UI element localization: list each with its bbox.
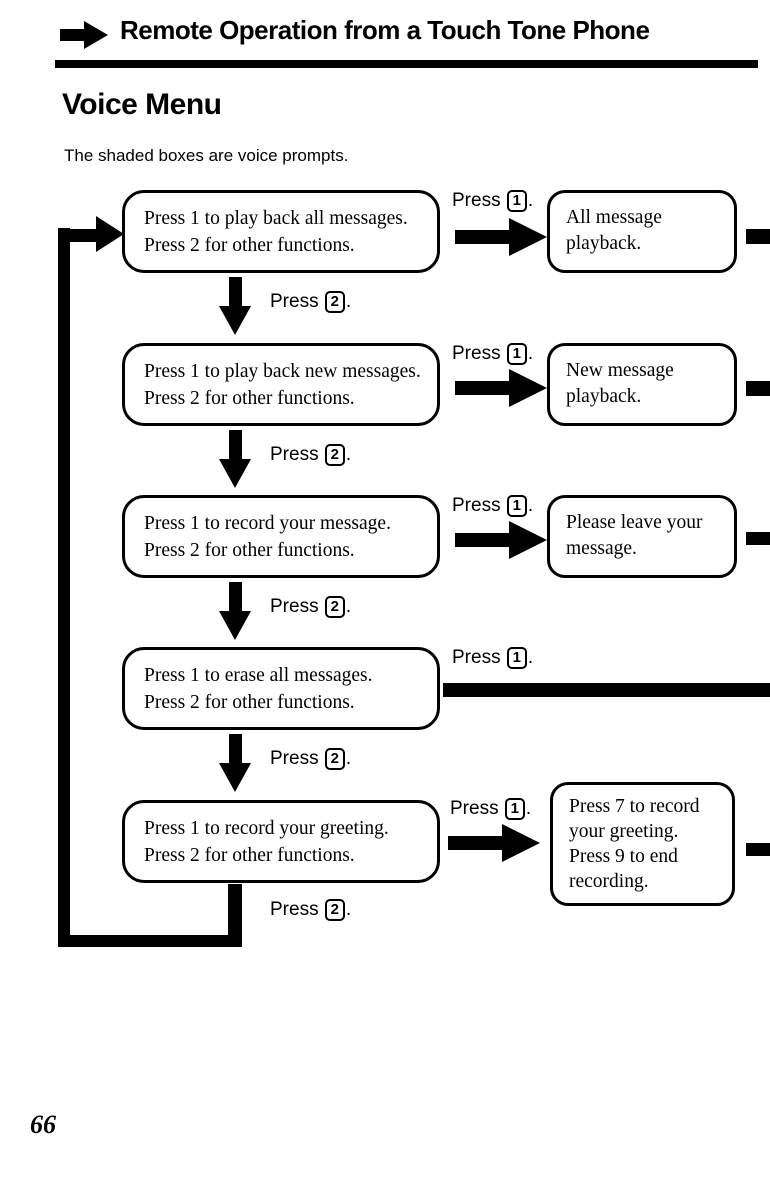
period: . [345,899,352,920]
section-note: The shaded boxes are voice prompts. [64,146,349,165]
right-arrow-icon-row2 [455,369,547,407]
press-word: Press [270,748,319,769]
loop-stub-line [228,884,242,947]
cutoff-arrow-stub-row2 [746,381,770,396]
down-arrow-icon-row2 [219,430,251,488]
period: . [345,596,352,617]
period: . [527,343,534,364]
arrow-right-icon [60,21,108,49]
prompt-box-3-line1: Press 1 to record your message. [144,513,391,534]
press-word: Press [270,596,319,617]
press-word: Press [270,899,319,920]
prompt-box-3: Press 1 to record your message. Press 2 … [122,495,440,578]
keycap-2-icon: 2 [324,899,345,921]
down-arrow-icon-row3 [219,582,251,640]
section-title: Voice Menu [62,88,222,121]
press-word: Press [270,444,319,465]
result-box-1-line1: All message [566,207,662,228]
press-word: Press [452,190,501,211]
keycap-2-icon: 2 [324,748,345,770]
loop-bottom-line [58,935,242,947]
press-word: Press [452,343,501,364]
prompt-box-1-line2: Press 2 for other functions. [144,235,355,256]
result-box-3-line1: Please leave your [566,512,703,533]
period: . [345,748,352,769]
redacted-black-bar [443,683,770,697]
down-arrow-icon-row4 [219,734,251,792]
prompt-box-1: Press 1 to play back all messages. Press… [122,190,440,273]
keycap-2-icon: 2 [324,291,345,313]
loop-entry-arrowhead-icon [96,216,124,252]
page-number: 66 [30,1110,56,1139]
loop-left-line [58,228,70,947]
period: . [527,647,534,668]
press-word: Press [450,798,499,819]
prompt-box-2-line1: Press 1 to play back new messages. [144,361,421,382]
period: . [345,444,352,465]
prompt-box-4-line2: Press 2 for other functions. [144,692,355,713]
result-box-5-line4: recording. [569,871,649,892]
prompt-box-4-line1: Press 1 to erase all messages. [144,665,373,686]
prompt-box-5-line1: Press 1 to record your greeting. [144,818,389,839]
prompt-box-1-line1: Press 1 to play back all messages. [144,208,408,229]
cutoff-arrow-stub-row3 [746,532,770,545]
press-word: Press [270,291,319,312]
period: . [525,798,532,819]
result-box-5-line3: Press 9 to end [569,846,678,867]
keycap-1-icon: 1 [506,647,527,669]
keycap-1-icon: 1 [506,190,527,212]
period: . [345,291,352,312]
keycap-1-icon: 1 [506,495,527,517]
down-arrow-icon-row1 [219,277,251,335]
result-box-2: New message playback. [547,343,737,426]
press-word: Press [452,647,501,668]
result-box-3: Please leave your message. [547,495,737,578]
page-title: Remote Operation from a Touch Tone Phone [120,15,650,45]
prompt-box-5-line2: Press 2 for other functions. [144,845,355,866]
keycap-1-icon: 1 [504,798,525,820]
loop-entry-stem [64,229,102,242]
header-rule [55,60,758,68]
keycap-1-icon: 1 [506,343,527,365]
prompt-box-5: Press 1 to record your greeting. Press 2… [122,800,440,883]
right-arrow-icon-row5 [448,824,540,862]
result-box-2-line1: New message [566,360,674,381]
result-box-5-line2: your greeting. [569,821,679,842]
cutoff-arrow-stub-row5 [746,843,770,856]
period: . [527,190,534,211]
keycap-2-icon: 2 [324,596,345,618]
prompt-box-4: Press 1 to erase all messages. Press 2 f… [122,647,440,730]
prompt-box-2-line2: Press 2 for other functions. [144,388,355,409]
right-arrow-icon-row3 [455,521,547,559]
right-arrow-icon-row1 [455,218,547,256]
period: . [527,495,534,516]
cutoff-arrow-stub-row1 [746,229,770,244]
keycap-2-icon: 2 [324,444,345,466]
result-box-3-line2: message. [566,538,637,559]
press-word: Press [452,495,501,516]
result-box-5: Press 7 to record your greeting. Press 9… [550,782,735,906]
result-box-1: All message playback. [547,190,737,273]
prompt-box-2: Press 1 to play back new messages. Press… [122,343,440,426]
result-box-5-line1: Press 7 to record [569,796,700,817]
prompt-box-3-line2: Press 2 for other functions. [144,540,355,561]
result-box-1-line2: playback. [566,233,642,254]
result-box-2-line2: playback. [566,386,642,407]
